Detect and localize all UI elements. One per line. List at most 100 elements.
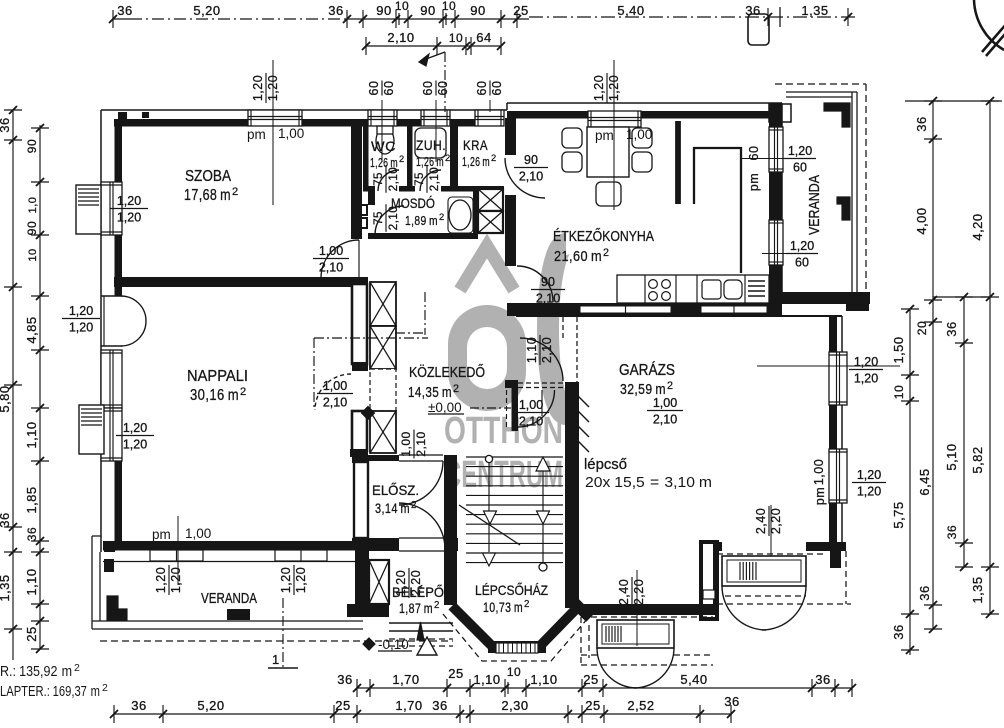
svg-text:2,30: 2,30 [501, 698, 528, 713]
svg-text:1,20: 1,20 [592, 75, 606, 101]
svg-text:25: 25 [24, 626, 39, 641]
svg-text:4,85: 4,85 [24, 316, 39, 343]
svg-text:60: 60 [367, 81, 381, 96]
svg-text:1,20: 1,20 [154, 567, 168, 593]
svg-text:1,00: 1,00 [319, 244, 343, 258]
svg-text:32,59 m: 32,59 m [620, 381, 666, 398]
svg-text:1,00: 1,00 [519, 398, 543, 412]
svg-text:36: 36 [914, 116, 929, 131]
svg-text:LAPTER.: 169,37 m: LAPTER.: 169,37 m [0, 684, 100, 700]
svg-text:60: 60 [490, 81, 504, 96]
svg-text:36: 36 [944, 321, 959, 336]
svg-text:1,00: 1,00 [653, 396, 677, 410]
svg-text:2,10: 2,10 [387, 30, 414, 45]
svg-text:1,10: 1,10 [473, 672, 500, 687]
svg-text:1,26 m: 1,26 m [370, 155, 398, 170]
svg-text:-0,10: -0,10 [378, 637, 409, 652]
svg-text:±0,00: ±0,00 [428, 400, 462, 415]
svg-text:2,10: 2,10 [388, 206, 400, 230]
svg-text:36: 36 [0, 512, 12, 527]
svg-text:2,10: 2,10 [388, 167, 400, 191]
svg-text:pm: pm [595, 128, 614, 143]
svg-text:1,20: 1,20 [123, 438, 147, 452]
svg-text:1,70: 1,70 [395, 698, 422, 713]
svg-text:2: 2 [399, 154, 404, 164]
svg-text:2,20: 2,20 [409, 570, 423, 596]
svg-text:1,00: 1,00 [185, 526, 211, 541]
svg-text:90: 90 [524, 153, 538, 167]
svg-text:3,14 m: 3,14 m [375, 501, 410, 516]
svg-text:2: 2 [102, 682, 108, 694]
svg-text:R.: 135,92 m: R.: 135,92 m [0, 664, 72, 680]
svg-text:36: 36 [891, 624, 906, 639]
svg-text:2,20: 2,20 [769, 508, 783, 534]
svg-text:1,00: 1,00 [323, 379, 347, 393]
svg-text:75: 75 [414, 172, 426, 186]
svg-text:1,20: 1,20 [279, 567, 293, 593]
svg-text:1,00: 1,00 [399, 431, 413, 456]
svg-text:1,50: 1,50 [891, 336, 906, 363]
svg-text:1,20: 1,20 [123, 421, 147, 435]
svg-text:1,00: 1,00 [626, 127, 652, 142]
svg-text:ÉTKEZŐKONYHA: ÉTKEZŐKONYHA [553, 228, 654, 245]
svg-text:1,20: 1,20 [857, 485, 881, 499]
svg-text:pm: pm [747, 173, 761, 191]
svg-text:1,10: 1,10 [525, 337, 539, 363]
svg-text:WC: WC [371, 138, 396, 154]
svg-text:2,10: 2,10 [319, 261, 343, 275]
svg-text:60: 60 [747, 146, 761, 161]
svg-text:20x 15,5 = 3,10 m: 20x 15,5 = 3,10 m [585, 475, 712, 491]
svg-text:KÖZLEKEDŐ: KÖZLEKEDŐ [409, 363, 485, 381]
svg-text:1,20: 1,20 [294, 567, 308, 593]
svg-text:1,85: 1,85 [24, 486, 39, 513]
svg-text:1: 1 [272, 652, 280, 667]
svg-text:KRA: KRA [463, 138, 488, 153]
svg-text:2,20: 2,20 [632, 579, 646, 605]
svg-text:10: 10 [27, 248, 39, 261]
svg-text:60: 60 [475, 81, 489, 96]
svg-text:BELÉPŐ: BELÉPŐ [392, 584, 444, 600]
svg-text:60: 60 [436, 81, 450, 96]
svg-text:2: 2 [232, 186, 238, 198]
svg-text:MOSDÓ: MOSDÓ [391, 196, 435, 211]
svg-text:1,0: 1,0 [27, 197, 39, 214]
svg-text:1,26 m: 1,26 m [416, 154, 444, 169]
svg-text:1,20: 1,20 [854, 372, 878, 386]
svg-text:25: 25 [583, 672, 598, 687]
svg-text:2,40: 2,40 [754, 508, 768, 534]
svg-text:36: 36 [745, 3, 760, 18]
svg-text:2: 2 [667, 380, 673, 392]
svg-text:36: 36 [0, 117, 12, 132]
svg-text:90: 90 [25, 221, 39, 235]
svg-text:1,26 m: 1,26 m [462, 154, 490, 169]
svg-text:2,40: 2,40 [617, 579, 631, 605]
svg-text:lépcső: lépcső [584, 457, 627, 473]
svg-text:2,10: 2,10 [540, 337, 554, 363]
svg-text:5,80: 5,80 [0, 385, 12, 412]
svg-text:1,89 m: 1,89 m [405, 213, 438, 228]
svg-text:2: 2 [524, 599, 529, 610]
svg-text:10: 10 [507, 665, 521, 679]
svg-text:20: 20 [915, 321, 929, 335]
svg-text:SZOBA: SZOBA [185, 168, 232, 185]
svg-text:10: 10 [892, 385, 906, 399]
svg-text:2: 2 [434, 600, 439, 611]
svg-text:90: 90 [25, 139, 39, 153]
svg-text:1,35: 1,35 [970, 576, 985, 603]
svg-text:1,35: 1,35 [0, 574, 12, 601]
svg-text:LÉPCSŐHÁZ: LÉPCSŐHÁZ [475, 582, 548, 598]
svg-text:ELŐSZ.: ELŐSZ. [372, 482, 419, 498]
svg-text:2,10: 2,10 [536, 292, 560, 306]
svg-text:36: 36 [432, 698, 447, 713]
svg-text:60: 60 [421, 81, 435, 96]
svg-text:2,10: 2,10 [323, 396, 347, 410]
svg-text:75: 75 [373, 211, 385, 225]
svg-text:NAPPALI: NAPPALI [187, 368, 248, 385]
svg-text:1,20: 1,20 [117, 194, 141, 208]
svg-text:10: 10 [449, 31, 463, 45]
svg-text:60: 60 [795, 256, 809, 270]
svg-text:1,20: 1,20 [117, 211, 141, 225]
svg-text:14,35 m: 14,35 m [408, 384, 452, 401]
svg-text:5,20: 5,20 [193, 3, 220, 18]
svg-text:30,16 m: 30,16 m [190, 387, 239, 404]
